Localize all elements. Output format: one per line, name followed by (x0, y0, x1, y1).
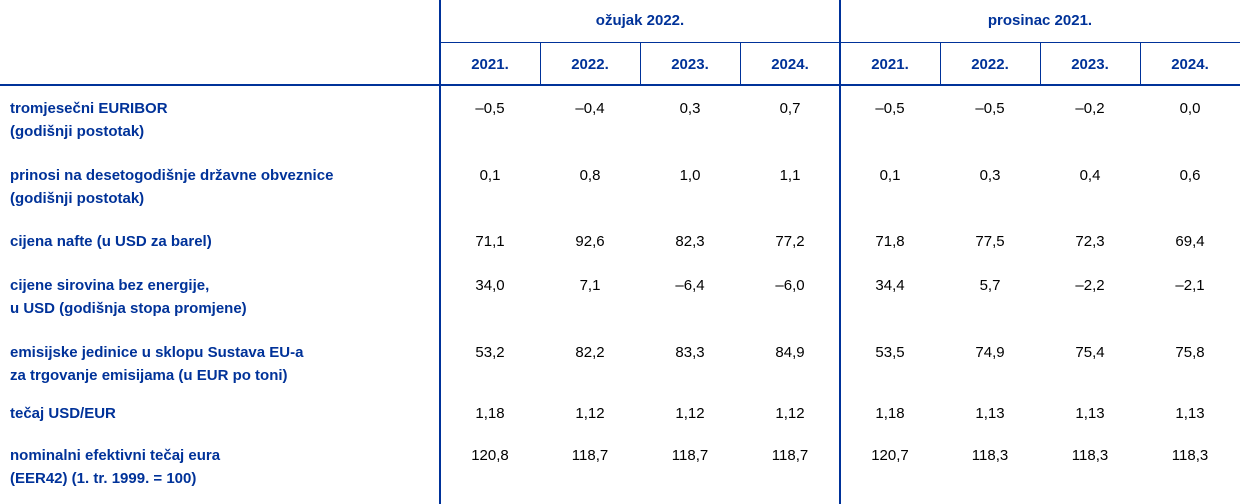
divider (839, 0, 841, 504)
table-cell: 1,0 (679, 167, 701, 184)
divider (440, 42, 1240, 43)
table-cell: 1,1 (779, 167, 801, 184)
row-label: emisijske jedinice u sklopu Sustava EU-a… (10, 341, 303, 387)
row-label-line: cijena nafte (u USD za barel) (10, 233, 212, 250)
row-label: cijene sirovina bez energije, u USD (godi… (10, 274, 247, 320)
row-label-line: tečaj USD/EUR (10, 405, 116, 422)
table-cell: 72,3 (1075, 233, 1105, 250)
row-label-line: za trgovanje emisijama (u EUR po toni) (10, 367, 288, 384)
table-cell: 1,13 (975, 405, 1005, 422)
year-header: 2024. (1171, 56, 1209, 73)
table-cell: –6,4 (675, 277, 705, 294)
table-cell: 74,9 (975, 344, 1005, 361)
table-cell: 92,6 (575, 233, 605, 250)
row-label-line: (godišnji postotak) (10, 123, 145, 140)
divider (439, 0, 441, 504)
table-cell: 7,1 (579, 277, 601, 294)
table-cell: 1,18 (875, 405, 905, 422)
group-header-december-2021: prosinac 2021. (987, 12, 1093, 29)
table-cell: 71,1 (475, 233, 505, 250)
table-cell: –0,5 (975, 100, 1005, 117)
table-cell: –0,2 (1075, 100, 1105, 117)
divider (540, 42, 541, 85)
year-header: 2022. (571, 56, 609, 73)
table-cell: 0,6 (1179, 167, 1201, 184)
table-cell: 75,8 (1175, 344, 1205, 361)
table-cell: 34,0 (475, 277, 505, 294)
table-cell: 77,2 (775, 233, 805, 250)
table-cell: 118,3 (971, 447, 1009, 464)
table-cell: 1,18 (475, 405, 505, 422)
divider (1140, 42, 1141, 85)
row-label-line: tromjesečni EURIBOR (10, 100, 168, 117)
row-label-line: (godišnji postotak) (10, 190, 145, 207)
year-header: 2022. (971, 56, 1009, 73)
table-cell: 84,9 (775, 344, 805, 361)
divider (0, 84, 1240, 86)
year-header: 2021. (871, 56, 909, 73)
table-cell: 82,3 (675, 233, 705, 250)
table-cell: –2,2 (1075, 277, 1105, 294)
table-cell: 83,3 (675, 344, 705, 361)
year-header: 2023. (1071, 56, 1109, 73)
table-cell: –6,0 (775, 277, 805, 294)
table-cell: 69,4 (1175, 233, 1205, 250)
divider (1040, 42, 1041, 85)
table-cell: 118,3 (1071, 447, 1109, 464)
table-cell: 34,4 (875, 277, 905, 294)
table-cell: 0,1 (479, 167, 501, 184)
divider (740, 42, 741, 85)
group-header-march-2022: ožujak 2022. (595, 12, 685, 29)
table-cell: 0,7 (779, 100, 801, 117)
row-label: nominalni efektivni tečaj eura (EER42) (1… (10, 444, 220, 490)
table-cell: –0,4 (575, 100, 605, 117)
table-cell: 82,2 (575, 344, 605, 361)
table-cell: 0,3 (979, 167, 1001, 184)
row-label-line: emisijske jedinice u sklopu Sustava EU-a (10, 344, 304, 361)
row-label-line: nominalni efektivni tečaj eura (10, 447, 221, 464)
row-label: tečaj USD/EUR (10, 402, 116, 425)
table-cell: 0,8 (579, 167, 601, 184)
table-cell: 77,5 (975, 233, 1005, 250)
row-label: tromjesečni EURIBOR (godišnji postotak) (10, 97, 168, 143)
year-header: 2024. (771, 56, 809, 73)
row-label: prinosi na desetogodišnje državne obvezn… (10, 164, 333, 210)
table-cell: 118,7 (671, 447, 709, 464)
table-cell: –2,1 (1175, 277, 1205, 294)
table-cell: 71,8 (875, 233, 905, 250)
divider (940, 42, 941, 85)
row-label-line: u USD (godišnja stopa promjene) (10, 300, 247, 317)
row-label-line: (EER42) (1. tr. 1999. = 100) (10, 470, 197, 487)
table-cell: 0,1 (879, 167, 901, 184)
divider (640, 42, 641, 85)
table-cell: 1,12 (575, 405, 605, 422)
table-cell: 1,13 (1075, 405, 1105, 422)
row-label: cijena nafte (u USD za barel) (10, 230, 212, 253)
table-cell: –0,5 (475, 100, 505, 117)
table-cell: 118,3 (1171, 447, 1209, 464)
table-cell: 120,7 (871, 447, 909, 464)
table-cell: 1,12 (775, 405, 805, 422)
table-cell: 75,4 (1075, 344, 1105, 361)
table-cell: 0,4 (1079, 167, 1101, 184)
table-cell: 1,13 (1175, 405, 1205, 422)
table-cell: 1,12 (675, 405, 705, 422)
table-cell: –0,5 (875, 100, 905, 117)
year-header: 2021. (471, 56, 509, 73)
table-cell: 118,7 (771, 447, 809, 464)
table-cell: 53,5 (875, 344, 905, 361)
table-cell: 120,8 (471, 447, 509, 464)
row-label-line: prinosi na desetogodišnje državne obvezn… (10, 167, 334, 184)
table-cell: 118,7 (571, 447, 609, 464)
table-cell: 0,0 (1179, 100, 1201, 117)
table-cell: 0,3 (679, 100, 701, 117)
year-header: 2023. (671, 56, 709, 73)
table-cell: 53,2 (475, 344, 505, 361)
row-label-line: cijene sirovina bez energije, (10, 277, 210, 294)
table-cell: 5,7 (979, 277, 1001, 294)
